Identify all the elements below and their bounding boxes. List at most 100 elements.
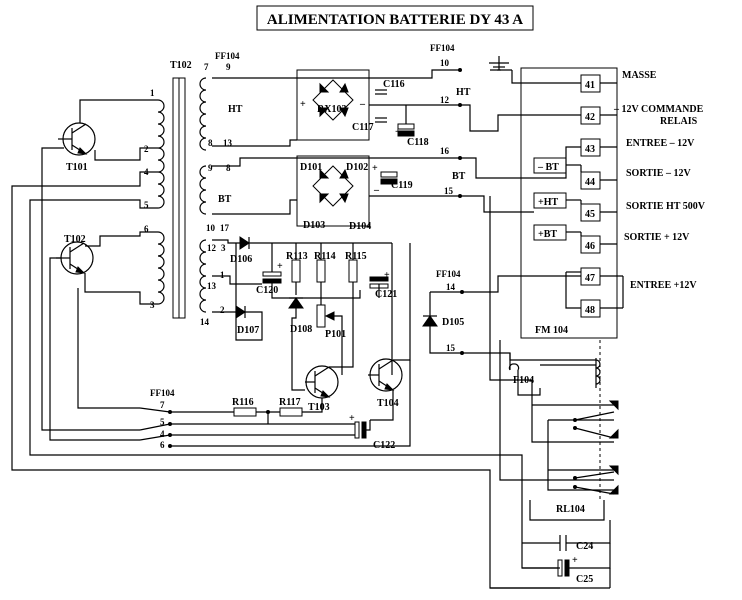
r117-label: R117: [279, 397, 301, 408]
c118-label: C118: [407, 137, 429, 148]
fm104-pin-number: 45: [585, 209, 595, 220]
pin-number: 5: [144, 200, 149, 210]
fm104-pin-label: ENTREE +12V: [630, 280, 697, 291]
d105-label: D105: [442, 317, 464, 328]
bt-winding: [199, 165, 207, 215]
ff104-top-right-label: FF104: [430, 43, 455, 53]
t102-label: T102: [64, 234, 86, 245]
plus-mark: +: [277, 261, 283, 272]
ff104-top-label: FF104: [215, 51, 240, 61]
bt-rail-label: BT: [452, 171, 466, 182]
fm104-pin-label: – 12V COMMANDE: [613, 104, 704, 115]
ground-symbol: [489, 56, 512, 71]
plus-mark: +: [384, 270, 390, 281]
relay-contact: [574, 400, 619, 421]
r115-label: R115: [345, 251, 367, 262]
d101-label: D101: [300, 162, 322, 173]
c120-label: C120: [256, 285, 278, 296]
transistor-t101: [58, 122, 96, 156]
transistor-t103: [305, 365, 339, 399]
pin-number: 1: [220, 270, 225, 280]
p101-label: P101: [325, 329, 346, 340]
ff104-pin: 6: [160, 440, 165, 450]
plus-mark: +: [300, 99, 306, 110]
fm104-pin-label: SORTIE HT 500V: [626, 201, 706, 212]
pin-number: 2: [220, 305, 225, 315]
pin-number: 13: [223, 138, 233, 148]
ff104-pin: 10: [440, 58, 450, 68]
ff104-pin: 7: [160, 400, 165, 410]
diagram-title: ALIMENTATION BATTERIE DY 43 A: [267, 12, 523, 28]
relay-contact: [574, 465, 619, 479]
r116-label: R116: [232, 397, 254, 408]
pin-number: 17: [220, 223, 230, 233]
c25-label: C25: [576, 574, 593, 585]
fm104-pin-number: 43: [585, 144, 595, 155]
d107-label: D107: [237, 325, 259, 336]
ff104-pin: 15: [444, 186, 454, 196]
primary-winding-upper: [157, 99, 165, 209]
ff104-pin: 4: [160, 429, 165, 439]
ff104-mid-label: FF104: [436, 269, 461, 279]
d106-label: D106: [230, 254, 252, 265]
fm104-block: [520, 67, 618, 339]
plus-mark: +: [572, 555, 578, 566]
ff104-pin: 5: [160, 417, 165, 427]
d103-label: D103: [303, 220, 325, 231]
c119-label: C119: [391, 180, 413, 191]
tag-plus-bt: +BT: [538, 229, 557, 240]
fm104-pin-number: 47: [585, 273, 595, 284]
ht-rail-label: HT: [456, 87, 471, 98]
diode-d108: [288, 297, 304, 309]
d102-label: D102: [346, 162, 368, 173]
bt-bridge-box: [296, 155, 370, 227]
capacitor-c116: [375, 89, 387, 95]
r114-label: R114: [314, 251, 336, 262]
c117-label: C117: [352, 122, 374, 133]
fm104-pin-label: MASSE: [622, 70, 657, 81]
pin-number: 10: [206, 223, 216, 233]
diode-d107: [235, 305, 246, 319]
resistor-r115: [348, 259, 358, 283]
t104-label: T104: [377, 398, 399, 409]
pin-number: 13: [207, 281, 217, 291]
fm104-pin-label: SORTIE + 12V: [624, 232, 690, 243]
relay-contact: [574, 484, 619, 495]
ff104-bottom-label: FF104: [150, 388, 175, 398]
pin-number: 9: [208, 163, 213, 173]
fm104-pin-label: ENTREE – 12V: [626, 138, 695, 149]
capacitor-c117: [375, 117, 387, 123]
c121-label: C121: [375, 289, 397, 300]
c116-label: C116: [383, 79, 405, 90]
title-box: [256, 5, 534, 31]
c24-label: C24: [576, 541, 593, 552]
ht-winding: [199, 77, 207, 151]
t101-label: T101: [66, 162, 88, 173]
resistor-r114: [316, 259, 326, 283]
relay-contact: [574, 427, 619, 439]
resistor-r116: [233, 407, 257, 417]
diode-d106: [239, 236, 250, 250]
diode-d105: [422, 315, 438, 327]
minus-mark: –: [359, 99, 366, 110]
pin-number: 9: [226, 62, 231, 72]
plus-mark: +: [395, 127, 401, 138]
fm104-pin-label: SORTIE – 12V: [626, 168, 691, 179]
fm104-pin-number: 48: [585, 305, 595, 316]
pin-number: 2: [144, 144, 149, 154]
resistor-r117: [279, 407, 303, 417]
fm104-label: FM 104: [535, 325, 568, 336]
pin-number: 7: [204, 62, 209, 72]
r113-label: R113: [286, 251, 308, 262]
t103-label: T103: [308, 402, 330, 413]
fm104-pin-number: 46: [585, 241, 595, 252]
primary-winding-lower: [157, 231, 165, 305]
fuse-f104: [508, 363, 520, 371]
capacitor-c24: [559, 535, 567, 551]
capacitor-c120: [262, 271, 282, 284]
plus-mark: +: [372, 163, 378, 174]
ff104-pin: 12: [440, 95, 450, 105]
pin-number: 6: [144, 224, 149, 234]
pin-number: 8: [226, 163, 231, 173]
